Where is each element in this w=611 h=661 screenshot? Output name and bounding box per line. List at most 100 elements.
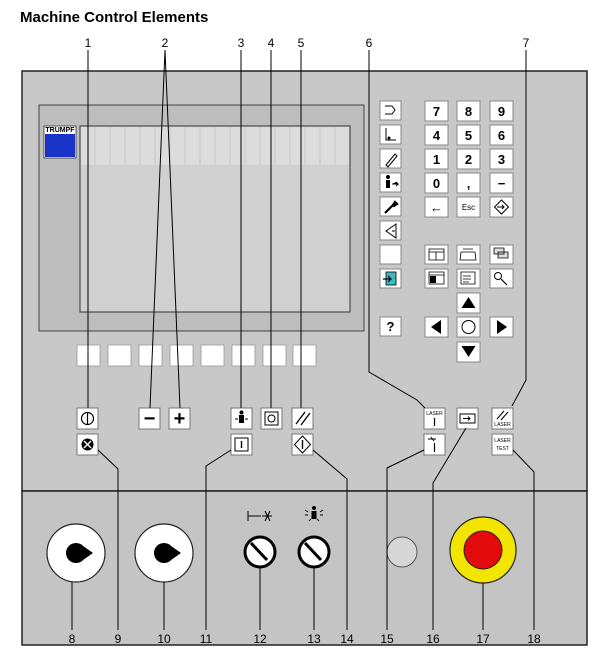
softkey-3[interactable]	[138, 344, 163, 367]
function-key-7[interactable]	[379, 244, 402, 265]
stop-icon	[295, 411, 311, 426]
function-key-4[interactable]	[379, 172, 402, 193]
operator-selector-icon	[304, 506, 324, 522]
split-window-icon	[428, 248, 445, 261]
window-key-1[interactable]	[424, 244, 449, 265]
softkey-6[interactable]	[231, 344, 256, 367]
cycle-icon	[264, 411, 279, 426]
numpad-key[interactable]	[424, 148, 449, 170]
enter-key[interactable]	[424, 196, 449, 218]
arrow-down-icon	[461, 346, 476, 357]
step-icon	[234, 437, 249, 452]
help-key[interactable]	[379, 316, 402, 337]
top-callouts: 1 2 3 4 5 6 7	[85, 36, 530, 50]
stop-button[interactable]	[291, 407, 314, 430]
exit-icon	[383, 271, 397, 286]
function-key-column[interactable]: ?	[379, 100, 402, 337]
operator-icon	[386, 175, 400, 188]
laser-program-icon	[459, 413, 476, 424]
callout-9: 9	[115, 632, 122, 646]
numpad-key-label: 0	[433, 176, 440, 191]
circle-icon	[461, 320, 476, 334]
function-key-2[interactable]	[379, 124, 402, 145]
callout-14: 14	[340, 632, 354, 646]
speaker-icon	[385, 223, 397, 239]
softkey-row[interactable]	[76, 344, 317, 367]
minus-label: −	[144, 408, 156, 430]
arrow-right-icon	[497, 320, 507, 334]
brand-logo-text: TRUMPF	[45, 127, 75, 134]
feed-override-knob-left[interactable]	[46, 523, 106, 583]
window-key-5[interactable]	[456, 268, 481, 289]
numpad-key[interactable]	[456, 148, 481, 170]
list-edit-icon	[460, 271, 476, 285]
window-key-4[interactable]	[424, 268, 449, 289]
function-key-1[interactable]	[379, 100, 402, 121]
callout-16: 16	[426, 632, 440, 646]
numpad-key[interactable]	[489, 124, 514, 146]
enter-key-label: ←	[430, 200, 443, 215]
callout-leaders	[71, 49, 535, 630]
callout-11: 11	[200, 632, 213, 646]
feed-override-knob-right[interactable]	[134, 523, 194, 583]
emergency-stop-button[interactable]	[449, 516, 517, 584]
cascade-windows-icon	[493, 247, 509, 259]
callout-15: 15	[380, 632, 394, 646]
numpad-key[interactable]	[489, 148, 514, 170]
softkey-4[interactable]	[169, 344, 194, 367]
numpad-key[interactable]	[424, 124, 449, 146]
marker-icon	[385, 128, 396, 141]
callout-1: 1	[85, 36, 92, 50]
laser-on-label: LASER	[426, 411, 443, 417]
function-key-3[interactable]	[379, 148, 402, 169]
numpad-key[interactable]	[456, 172, 481, 194]
arrow-left-icon	[431, 320, 441, 334]
selector-switch-left[interactable]	[243, 535, 277, 569]
wrench-icon	[384, 200, 399, 214]
callout-3: 3	[238, 36, 245, 50]
numpad-key[interactable]	[456, 100, 481, 122]
callout-13: 13	[307, 632, 321, 646]
callout-2: 2	[162, 36, 169, 50]
numpad-key[interactable]	[489, 172, 514, 194]
callout-10: 10	[157, 632, 171, 646]
numpad-key-label: 8	[465, 104, 472, 119]
numpad-key-label: 4	[433, 128, 441, 143]
laser-test-label-1: LASER	[494, 438, 511, 444]
softkey-5[interactable]	[200, 344, 225, 367]
callout-7: 7	[523, 36, 530, 50]
arrow-up-icon	[461, 297, 476, 308]
operator-icon	[235, 410, 248, 423]
numpad-key-label: 7	[433, 104, 440, 119]
pencil-icon	[385, 153, 398, 168]
cycle-button[interactable]	[260, 407, 283, 430]
cursor-center-key[interactable]	[456, 316, 481, 338]
cursor-keys[interactable]	[424, 292, 514, 363]
numpad-key[interactable]	[424, 100, 449, 122]
laser-stop-icon	[496, 410, 509, 421]
numpad-key[interactable]	[424, 172, 449, 194]
numpad-key[interactable]	[489, 100, 514, 122]
callout-6: 6	[366, 36, 373, 50]
esc-key[interactable]	[456, 196, 481, 218]
softkey-7[interactable]	[262, 344, 287, 367]
numpad-key-label: 9	[498, 104, 505, 119]
window-key-grid[interactable]	[424, 244, 514, 289]
softkey-8[interactable]	[292, 344, 317, 367]
laser-test-button[interactable]	[491, 433, 514, 456]
laser-stop-label: LASER	[494, 422, 511, 428]
function-key-6[interactable]	[379, 220, 402, 241]
numpad-key[interactable]	[456, 124, 481, 146]
selector-switch-right[interactable]	[297, 535, 331, 569]
callout-8: 8	[69, 632, 76, 646]
laser-test-label-2: TEST	[496, 446, 509, 452]
callout-4: 4	[268, 36, 275, 50]
screen-header-lines	[94, 127, 336, 165]
minus-button[interactable]	[138, 407, 161, 430]
window-key-6[interactable]	[489, 268, 514, 289]
machine-buttons[interactable]: − + LASER LASER LASER TEST	[76, 407, 514, 456]
softkey-2[interactable]	[107, 344, 132, 367]
window-key-2[interactable]	[456, 244, 481, 265]
